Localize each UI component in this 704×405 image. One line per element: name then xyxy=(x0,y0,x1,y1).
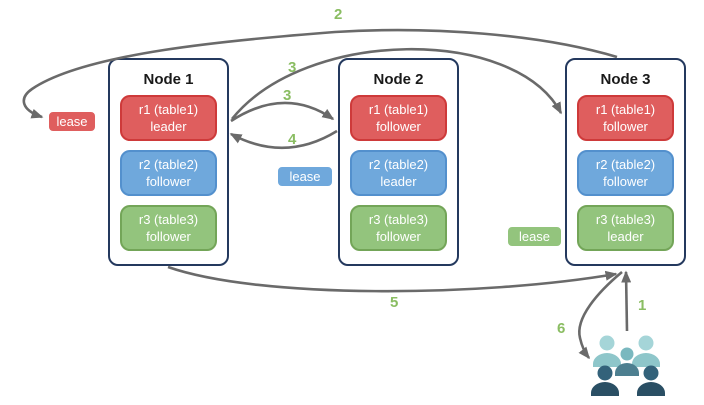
replica-range-label: r3 (table3) xyxy=(138,211,199,227)
node-3-title: Node 3 xyxy=(600,71,651,88)
node1-replica-r2: r2 (table2) follower xyxy=(120,150,217,196)
replica-range-label: r1 (table1) xyxy=(368,101,429,117)
replica-range-label: r2 (table2) xyxy=(138,156,199,172)
step-label-1: 1 xyxy=(638,297,647,314)
arrow-step-5-node1-to-node3 xyxy=(167,265,618,293)
node3-replica-r2: r2 (table2) follower xyxy=(577,150,674,196)
step-label-5: 5 xyxy=(390,294,399,311)
replica-range-label: r1 (table1) xyxy=(138,101,199,117)
arrow-step-4-node2-to-node1 xyxy=(229,129,338,150)
replica-role-label: follower xyxy=(603,174,648,189)
arrow-step-6-node3-to-users xyxy=(578,271,623,360)
replica-role-label: leader xyxy=(150,119,187,134)
arrow-step-3-node1-to-node2 xyxy=(230,101,335,123)
replica-range-label: r3 (table3) xyxy=(595,211,656,227)
node3-replica-r1: r1 (table1) follower xyxy=(577,95,674,141)
node3-replica-r3: r3 (table3) leader xyxy=(577,205,674,251)
step-label-3a: 3 xyxy=(288,59,297,76)
step-label-2: 2 xyxy=(334,6,343,23)
lease-badge-r2: lease xyxy=(277,166,333,187)
step-label-4: 4 xyxy=(288,131,297,148)
replica-role-label: follower xyxy=(146,229,191,244)
replica-role-label: follower xyxy=(376,229,421,244)
node-3-box: Node 3 r1 (table1) follower r2 (table2) … xyxy=(565,58,686,266)
lease-badge-r1: lease xyxy=(48,111,96,132)
users-group-icon xyxy=(591,335,665,396)
node2-replica-r2: r2 (table2) leader xyxy=(350,150,447,196)
replica-role-label: leader xyxy=(607,229,644,244)
replica-role-label: follower xyxy=(146,174,191,189)
replica-range-label: r2 (table2) xyxy=(368,156,429,172)
arrow-step-1-users-to-node3 xyxy=(621,270,632,332)
replica-role-label: follower xyxy=(376,119,421,134)
replica-role-label: follower xyxy=(603,119,648,134)
replica-range-label: r3 (table3) xyxy=(368,211,429,227)
replica-role-label: leader xyxy=(380,174,417,189)
node-2-title: Node 2 xyxy=(373,71,424,88)
node1-replica-r1: r1 (table1) leader xyxy=(120,95,217,141)
node-1-box: Node 1 r1 (table1) leader r2 (table2) fo… xyxy=(108,58,229,266)
replica-range-label: r2 (table2) xyxy=(595,156,656,172)
node2-replica-r3: r3 (table3) follower xyxy=(350,205,447,251)
node2-replica-r1: r1 (table1) follower xyxy=(350,95,447,141)
node1-replica-r3: r3 (table3) follower xyxy=(120,205,217,251)
step-label-3b: 3 xyxy=(283,87,292,104)
node-2-box: Node 2 r1 (table1) follower r2 (table2) … xyxy=(338,58,459,266)
node-1-title: Node 1 xyxy=(143,71,194,88)
step-label-6: 6 xyxy=(557,320,566,337)
replica-range-label: r1 (table1) xyxy=(595,101,656,117)
lease-badge-r3: lease xyxy=(507,226,562,247)
